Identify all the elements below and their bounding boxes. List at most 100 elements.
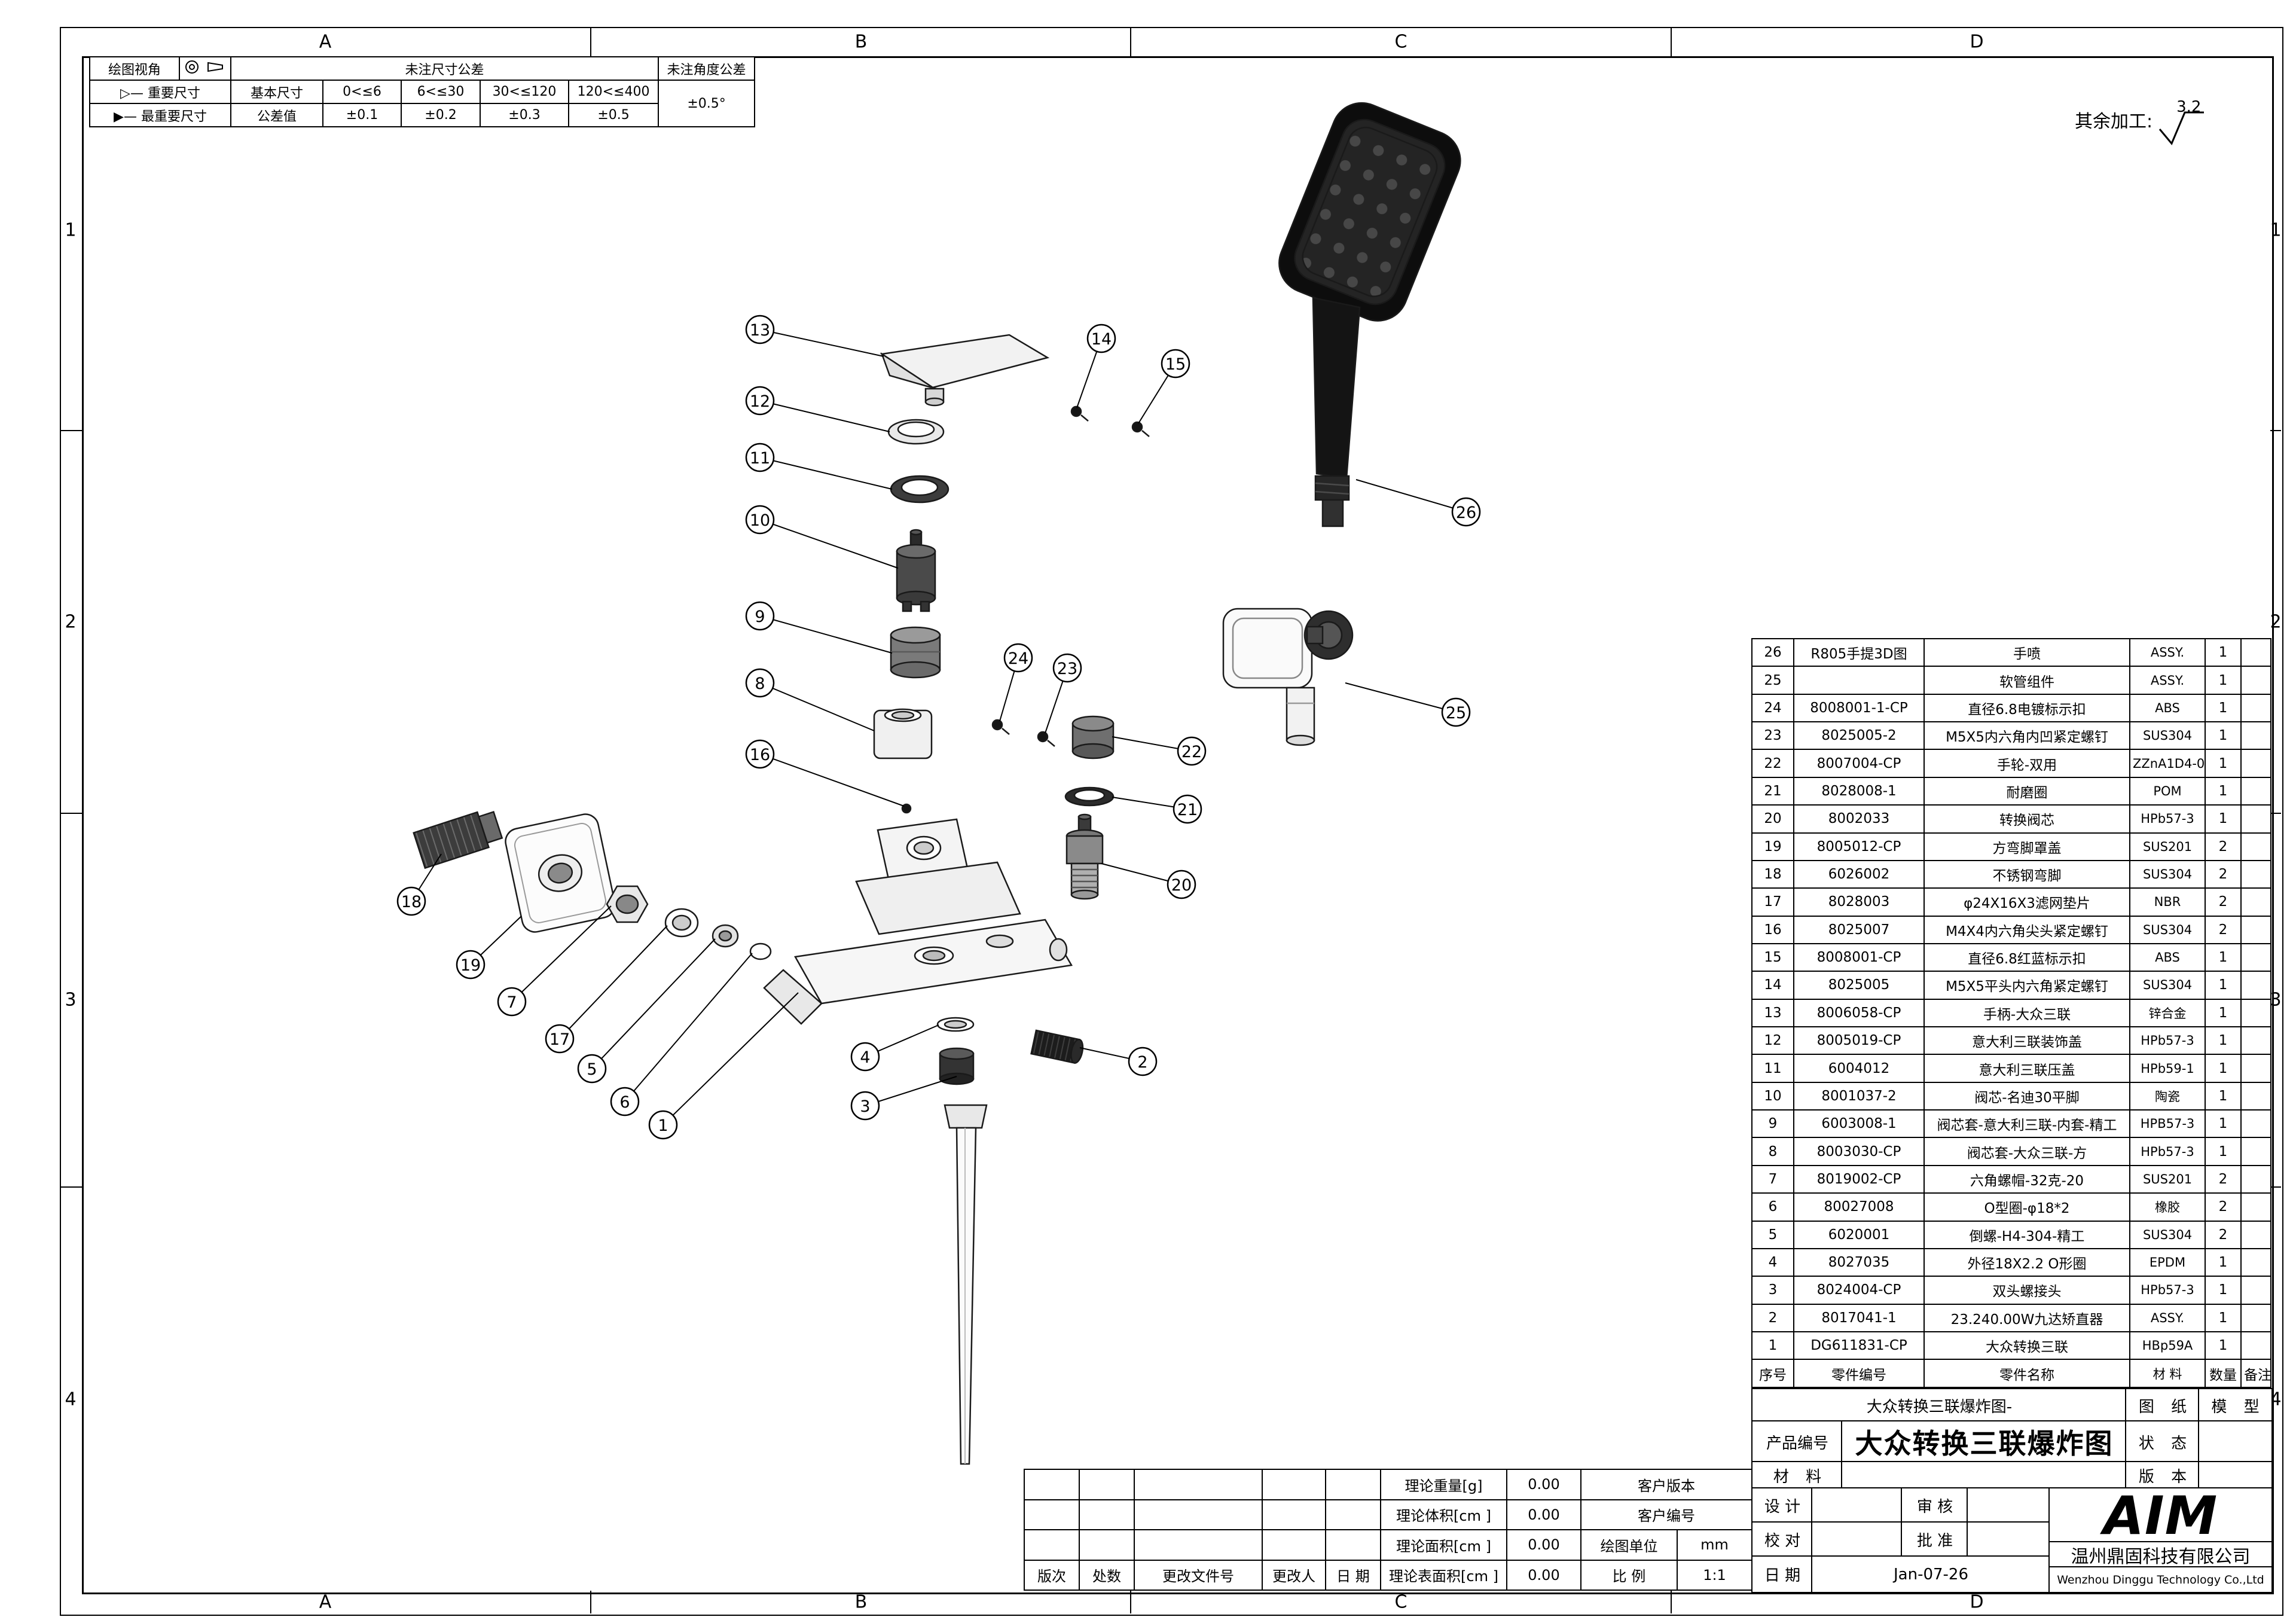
parts-cell: 16	[1751, 915, 1794, 944]
parts-cell: 4	[1751, 1247, 1794, 1277]
parts-cell: 1	[2205, 776, 2242, 806]
parts-cell: 12	[1751, 1026, 1794, 1055]
company-name-en: Wenzhou Dinggu Technology Co.,Ltd	[2048, 1566, 2273, 1593]
balloon-circle	[1052, 653, 1082, 683]
area-value: 0.00	[1506, 1529, 1581, 1561]
parts-cell: DG611831-CP	[1793, 1331, 1925, 1360]
material-label: 材 料	[1751, 1461, 1843, 1490]
unit-label: 绘图单位	[1580, 1529, 1678, 1561]
rev-cell	[1024, 1529, 1080, 1561]
parts-cell: 2	[2205, 859, 2242, 889]
balloon-number: 3	[860, 1097, 870, 1116]
parts-cell: 8028003	[1793, 887, 1925, 917]
parts-cell: 2	[2205, 1164, 2242, 1194]
balloon-number: 12	[750, 392, 770, 411]
rev-cell	[1262, 1499, 1326, 1530]
balloon-number: 24	[1008, 649, 1028, 668]
parts-cell: 8001037-2	[1793, 1081, 1925, 1111]
balloon-circle	[456, 950, 486, 980]
parts-cell: 22	[1751, 749, 1794, 778]
parts-cell: 1	[2205, 971, 2242, 1000]
weight-value: 0.00	[1506, 1469, 1581, 1500]
parts-cell: 手轮-双用	[1923, 749, 2130, 778]
customer-no-label: 客户编号	[1580, 1499, 1752, 1530]
important-dim-label: 重要尺寸	[147, 86, 200, 101]
leader-line	[1345, 682, 1457, 713]
hex-nut-part	[606, 885, 649, 923]
unit-value: mm	[1677, 1529, 1752, 1561]
parts-cell: 1	[2205, 637, 2242, 667]
parts-cell	[2240, 1303, 2271, 1332]
rev-cell	[1079, 1529, 1135, 1561]
inner-border	[82, 56, 2274, 1594]
cartridge-part	[896, 529, 936, 612]
set-screws	[901, 405, 1150, 814]
version-label: 版 本	[2125, 1461, 2200, 1490]
third-angle-projection-icon	[185, 60, 223, 74]
parts-cell: ABS	[2129, 942, 2206, 972]
parts-cell: 8007004-CP	[1793, 749, 1925, 778]
leader-line	[759, 329, 884, 357]
date-value: Jan-07-26	[1811, 1555, 2051, 1593]
company-logo: AIM	[2048, 1485, 2273, 1546]
parts-cell: 20	[1751, 804, 1794, 834]
balloon-circle	[850, 1091, 880, 1121]
rev-cell	[1325, 1529, 1381, 1561]
faucet-body-part	[763, 818, 1073, 1025]
parts-cell: 6	[1751, 1192, 1794, 1222]
parts-cell: 1	[2205, 1137, 2242, 1166]
parts-cell	[2240, 859, 2271, 889]
zone-ticks	[60, 27, 2281, 1613]
zone-letter-bottom: B	[854, 1591, 868, 1613]
inlet-fitting-part	[413, 811, 503, 870]
parts-cell	[2240, 721, 2271, 751]
critical-dim-row-label: ▶— 最重要尺寸	[89, 103, 231, 127]
balloon-circle	[1003, 643, 1033, 673]
balloon-circle	[497, 987, 527, 1017]
parts-cell	[2240, 832, 2271, 861]
date-label: 日 期	[1751, 1555, 1813, 1593]
parts-cell: 1	[2205, 1054, 2242, 1083]
parts-cell: 8005012-CP	[1793, 832, 1925, 861]
rev-cell	[1262, 1469, 1326, 1500]
balloon-number: 19	[460, 956, 481, 975]
rev-cell	[1325, 1469, 1381, 1500]
flat-washer-part	[936, 1017, 975, 1032]
parts-cell: 17	[1751, 887, 1794, 917]
parts-cell	[2240, 1220, 2271, 1249]
escutcheon-part	[505, 813, 616, 933]
balloon-number: 17	[549, 1030, 570, 1049]
balloon-number: 23	[1057, 660, 1077, 678]
balloon-circle	[745, 505, 775, 535]
parts-cell: 3	[1751, 1276, 1794, 1305]
balloon-number: 15	[1165, 355, 1186, 374]
parts-cell: 8024004-CP	[1793, 1276, 1925, 1305]
rev-cell	[1325, 1499, 1381, 1530]
balloon-number: 25	[1446, 704, 1466, 722]
parts-cell: 外径18X2.2 O形圈	[1923, 1247, 2130, 1277]
parts-cell: 11	[1751, 1054, 1794, 1083]
parts-header-cell: 材 料	[2129, 1359, 2206, 1388]
rev-cell	[1134, 1529, 1263, 1561]
parts-cell: 1	[2205, 1081, 2242, 1111]
parts-cell: SUS304	[2129, 915, 2206, 944]
balloon-number: 2	[1137, 1053, 1147, 1072]
cartridge-housing-part	[873, 708, 933, 759]
parts-cell: 25	[1751, 666, 1794, 695]
parts-cell: 1	[2205, 749, 2242, 778]
parts-cell	[2240, 915, 2271, 944]
finish-label: 其余加工:	[2075, 111, 2153, 132]
filter-washer-part	[664, 908, 699, 938]
status-label: 状 态	[2125, 1420, 2200, 1463]
review-value	[1967, 1487, 2051, 1524]
parts-cell: 6020001	[1793, 1220, 1925, 1249]
parts-cell: 1	[2205, 1109, 2242, 1139]
parts-cell: 18	[1751, 859, 1794, 889]
basic-dim-label: 基本尺寸	[230, 80, 323, 104]
parts-cell	[2240, 1331, 2271, 1360]
